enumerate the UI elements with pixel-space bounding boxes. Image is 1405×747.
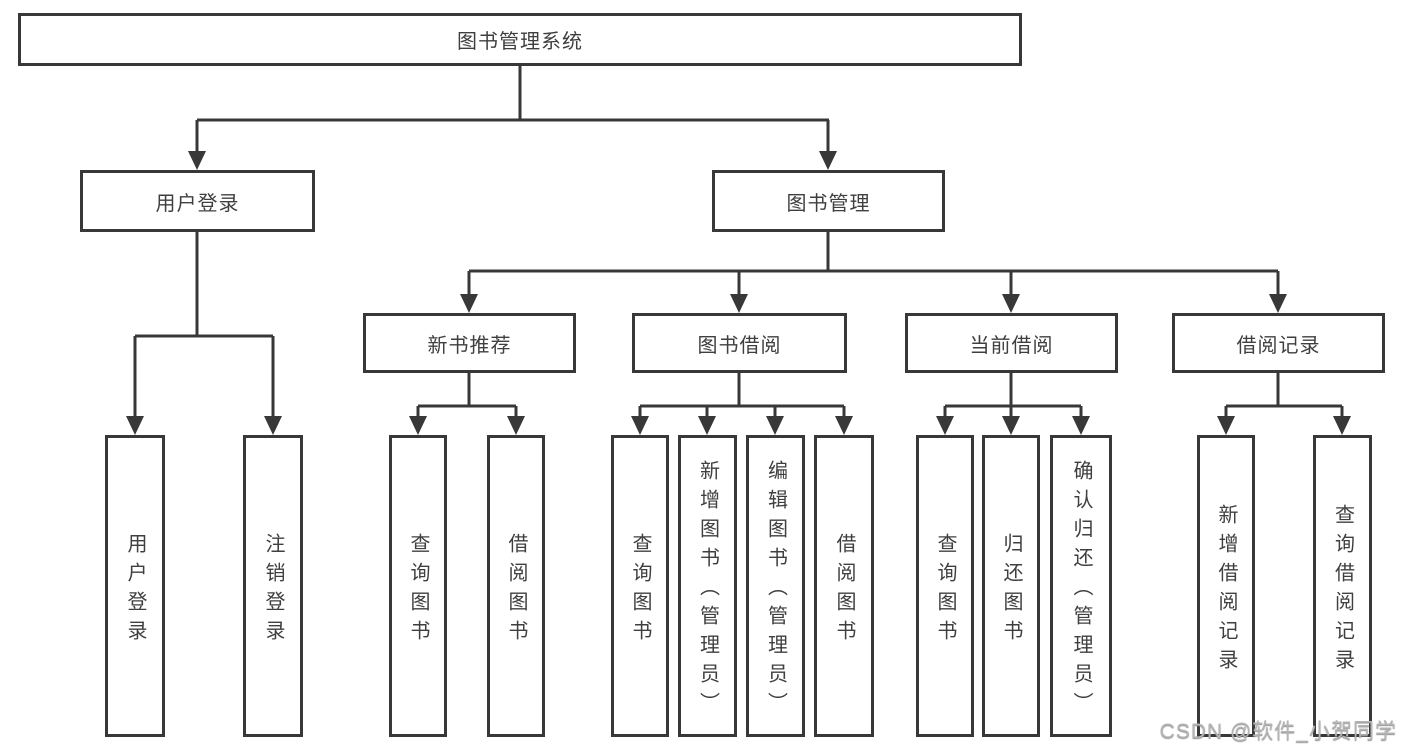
node-root: 图书管理系统 (18, 13, 1022, 66)
node-current-borrow: 当前借阅 (905, 313, 1118, 373)
node-leaf-bb-borrow-label: 借阅图书 (833, 532, 855, 649)
node-user-login-label: 用户登录 (155, 192, 240, 215)
node-borrow-records: 借阅记录 (1172, 313, 1385, 373)
node-leaf-bb-borrow: 借阅图书 (814, 435, 874, 737)
node-leaf-br-add: 新增借阅记录 (1197, 435, 1255, 737)
node-root-label: 图书管理系统 (457, 31, 583, 53)
node-leaf-logout-label: 注销登录 (262, 532, 284, 649)
node-leaf-cb-return: 归还图书 (982, 435, 1040, 737)
node-leaf-br-query: 查询借阅记录 (1313, 435, 1372, 737)
node-new-book-rec: 新书推荐 (363, 313, 576, 373)
node-leaf-cb-confirm-label: 确认归还（管理员） (1070, 460, 1092, 721)
node-leaf-nbr-query-label: 查询图书 (407, 532, 429, 649)
node-borrow-records-label: 借阅记录 (1236, 334, 1321, 357)
node-book-borrow-label: 图书借阅 (697, 334, 782, 357)
node-leaf-bb-add-label: 新增图书（管理员） (696, 460, 719, 721)
node-leaf-bb-edit-label: 编辑图书（管理员） (764, 460, 787, 721)
node-book-borrow: 图书借阅 (632, 313, 847, 373)
node-leaf-bb-add: 新增图书（管理员） (678, 435, 737, 737)
node-leaf-cb-confirm: 确认归还（管理员） (1050, 435, 1112, 737)
node-new-book-rec-label: 新书推荐 (427, 334, 512, 357)
node-leaf-logout: 注销登录 (243, 435, 303, 737)
node-leaf-cb-query-label: 查询图书 (934, 532, 956, 649)
node-leaf-bb-query: 查询图书 (611, 435, 669, 737)
node-leaf-br-add-label: 新增借阅记录 (1215, 503, 1237, 678)
node-leaf-br-query-label: 查询借阅记录 (1331, 503, 1354, 678)
node-leaf-bb-edit: 编辑图书（管理员） (746, 435, 805, 737)
watermark: CSDN @软件_小贺同学 (1159, 720, 1397, 743)
node-leaf-nbr-query: 查询图书 (389, 435, 447, 737)
node-book-mgmt: 图书管理 (712, 170, 945, 232)
node-leaf-user-login: 用户登录 (105, 435, 165, 737)
node-leaf-nbr-borrow: 借阅图书 (487, 435, 545, 737)
node-leaf-user-login-label: 用户登录 (124, 532, 146, 649)
node-leaf-bb-query-label: 查询图书 (629, 532, 651, 649)
node-leaf-cb-query: 查询图书 (916, 435, 974, 737)
node-leaf-nbr-borrow-label: 借阅图书 (505, 532, 527, 649)
node-user-login: 用户登录 (80, 170, 315, 232)
node-book-mgmt-label: 图书管理 (786, 192, 871, 215)
node-leaf-cb-return-label: 归还图书 (1000, 532, 1022, 649)
node-current-borrow-label: 当前借阅 (969, 334, 1054, 357)
